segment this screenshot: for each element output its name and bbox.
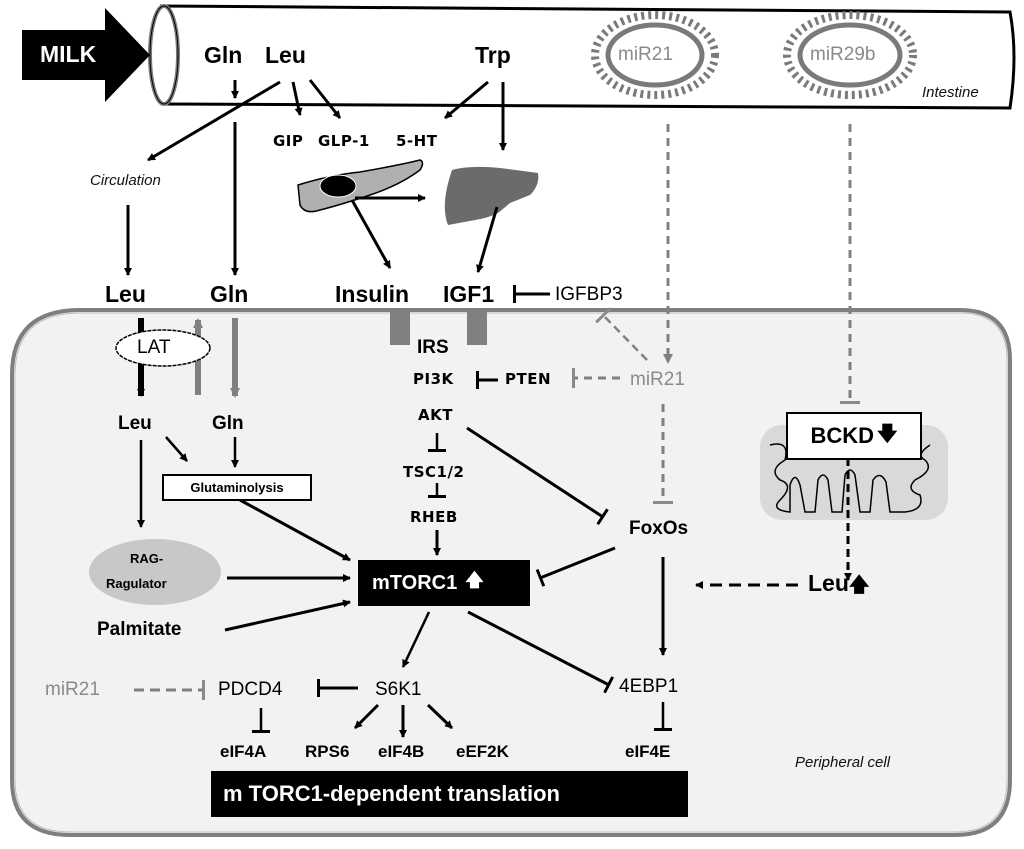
- translation-label: m TORC1-dependent translation: [223, 781, 560, 806]
- eif4e-label: eIF4E: [625, 742, 671, 761]
- mito-leu-label: Leu: [808, 570, 849, 596]
- pten-label: PTEN: [505, 370, 552, 388]
- translation-box: m TORC1-dependent translation: [211, 771, 688, 817]
- liver-icon: [444, 166, 539, 225]
- mtorc1-label: mTORC1: [372, 571, 458, 594]
- eif4a-label: eIF4A: [220, 742, 267, 761]
- cell-gln: Gln: [212, 413, 244, 434]
- exosome-mir29b: [783, 11, 917, 99]
- rheb-label: RHEB: [410, 508, 458, 526]
- eef2k-label: eEF2K: [456, 742, 509, 761]
- rps6-label: RPS6: [305, 742, 350, 761]
- rag-label-line1: RAG-: [130, 551, 164, 566]
- pdcd4-label: PDCD4: [218, 679, 283, 700]
- gut-leu: Leu: [265, 42, 306, 68]
- insulin-receptor: [390, 312, 410, 345]
- arrow-down-icon: 🡇: [877, 423, 898, 445]
- circulation-label: Circulation: [90, 172, 161, 189]
- mtorc1-box: mTORC1 🡅: [358, 560, 530, 606]
- pi3k-label: PI3K: [413, 370, 454, 388]
- 4ebp1-label: 4EBP1: [619, 676, 679, 697]
- exosome-mir21: [591, 11, 719, 99]
- bckd-label: BCKD: [810, 423, 874, 448]
- lat-transporter: [115, 329, 211, 367]
- tsc-label: TSC1/2: [403, 463, 465, 481]
- palmitate-label: Palmitate: [97, 619, 182, 640]
- rag-label-line2: Ragulator: [106, 576, 167, 591]
- milk-arrow: [22, 8, 150, 102]
- milk-label: MILK: [40, 41, 97, 67]
- glutaminolysis-box: Glutaminolysis: [162, 474, 312, 501]
- bckd-box: BCKD 🡇: [786, 412, 922, 460]
- intestine-label: Intestine: [922, 84, 979, 101]
- glp1-label: GLP-1: [318, 132, 370, 150]
- igf1-receptor: [467, 312, 487, 345]
- circ-gln: Gln: [210, 281, 249, 307]
- insulin-label: Insulin: [335, 281, 410, 307]
- mir21-pdcd4-label: miR21: [45, 679, 100, 700]
- mito-leu: Leu🡅: [808, 570, 870, 596]
- gip-label: GIP: [273, 132, 304, 150]
- igfbp3-label: IGFBP3: [555, 284, 623, 305]
- foxos-label: FoxOs: [629, 518, 689, 539]
- 5ht-label: 5-HT: [396, 132, 438, 150]
- circ-leu: Leu: [105, 281, 146, 307]
- igf1-label: IGF1: [443, 281, 495, 307]
- glutaminolysis-label: Glutaminolysis: [190, 480, 284, 495]
- irs-label: IRS: [417, 337, 449, 358]
- mir21-pten-label: miR21: [630, 369, 685, 390]
- exosome-mir21-label: miR21: [618, 44, 673, 65]
- arrow-up-icon: 🡅: [465, 570, 484, 590]
- eif4b-label: eIF4B: [378, 742, 425, 761]
- lat-label: LAT: [137, 337, 171, 358]
- rag-ragulator: [89, 539, 221, 605]
- pancreas-icon: [297, 159, 424, 213]
- akt-label: AKT: [418, 406, 453, 424]
- exosome-mir29b-label: miR29b: [810, 44, 876, 65]
- arrow-up-icon: 🡅: [848, 574, 870, 596]
- cell-leu: Leu: [118, 413, 152, 434]
- gut-gln: Gln: [204, 42, 243, 68]
- s6k1-label: S6K1: [375, 679, 422, 700]
- peripheral-cell-label: Peripheral cell: [795, 754, 891, 771]
- gut-trp: Trp: [475, 42, 511, 68]
